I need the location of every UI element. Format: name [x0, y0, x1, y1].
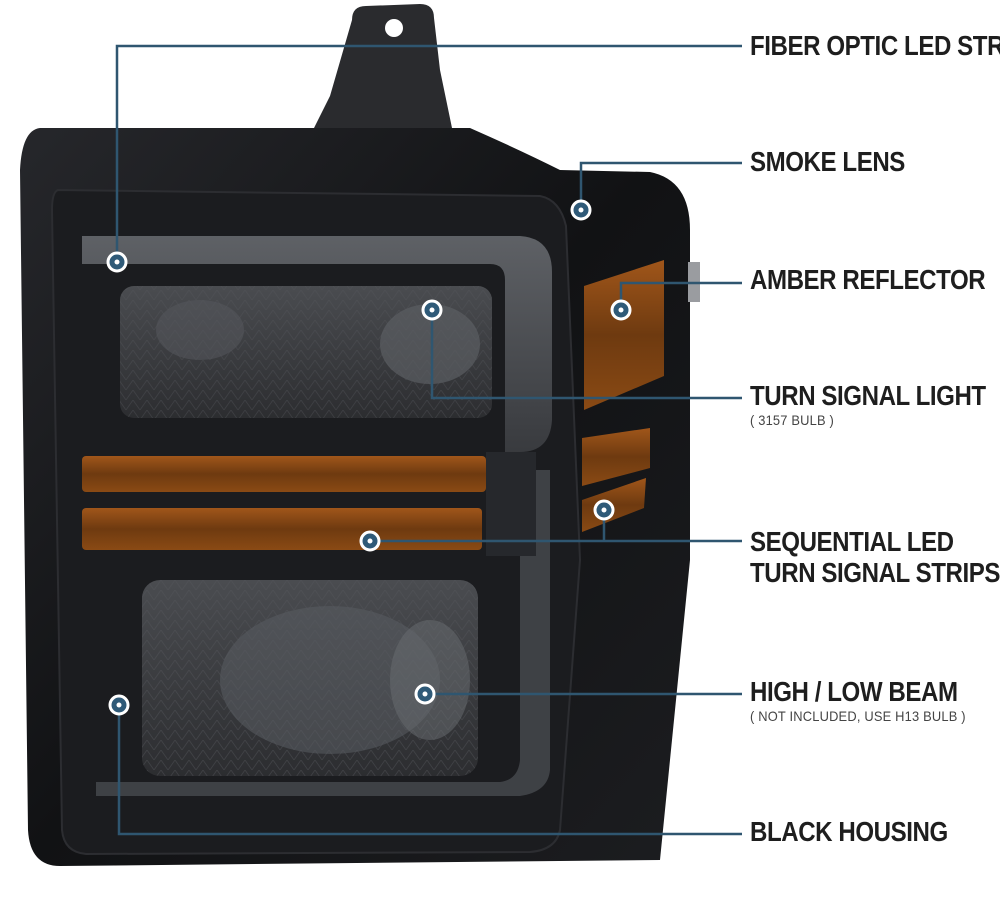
- sequential-strip-2: [82, 508, 482, 550]
- leader-turn-signal: [430, 310, 742, 400]
- label-black-housing: BLACK HOUSING: [750, 816, 980, 847]
- label-title: TURN SIGNAL LIGHT: [750, 380, 986, 411]
- label-amber-reflector: AMBER REFLECTOR: [750, 264, 1000, 295]
- callout-markers: [106, 199, 632, 716]
- marker-sequential-a: [359, 530, 381, 552]
- leader-housing: [117, 705, 742, 836]
- marker-amber-reflector: [610, 299, 632, 321]
- label-title: FIBER OPTIC LED STRIP: [750, 30, 1000, 61]
- mounting-bracket: [312, 4, 452, 132]
- label-note: ( NOT INCLUDED, USE H13 BULB ): [750, 708, 966, 725]
- label-high-low-beam: HIGH / LOW BEAM ( NOT INCLUDED, USE H13 …: [750, 676, 991, 725]
- marker-beam: [414, 683, 436, 705]
- fiber-optic-strip: [82, 236, 552, 452]
- label-title: AMBER REFLECTOR: [750, 264, 986, 295]
- label-turn-signal-light: TURN SIGNAL LIGHT ( 3157 BULB ): [750, 380, 1000, 429]
- marker-smoke-lens: [570, 199, 592, 221]
- label-smoke-lens: SMOKE LENS: [750, 146, 930, 177]
- marker-turn-signal: [421, 299, 443, 321]
- amber-reflector: [584, 260, 664, 410]
- label-title: BLACK HOUSING: [750, 816, 948, 847]
- label-title-line2: TURN SIGNAL STRIPS: [750, 557, 1000, 589]
- marker-fiber-optic: [106, 251, 128, 273]
- label-fiber-optic-led-strip: FIBER OPTIC LED STRIP: [750, 30, 1000, 61]
- leader-smoke-lens: [579, 161, 742, 210]
- marker-sequential-b: [593, 499, 615, 521]
- label-note: ( 3157 BULB ): [750, 412, 835, 429]
- leader-fiber-optic: [115, 44, 742, 262]
- label-title: HIGH / LOW BEAM: [750, 676, 958, 707]
- label-title: SMOKE LENS: [750, 146, 905, 177]
- bracket-hole: [385, 19, 403, 37]
- leader-lines: [115, 44, 742, 836]
- label-title-line1: SEQUENTIAL LED: [750, 526, 954, 557]
- amber-side-strip-1: [582, 428, 650, 486]
- label-sequential-led-strips: SEQUENTIAL LED TURN SIGNAL STRIPS: [750, 526, 1000, 589]
- sequential-strip-1: [82, 456, 486, 492]
- marker-housing: [108, 694, 130, 716]
